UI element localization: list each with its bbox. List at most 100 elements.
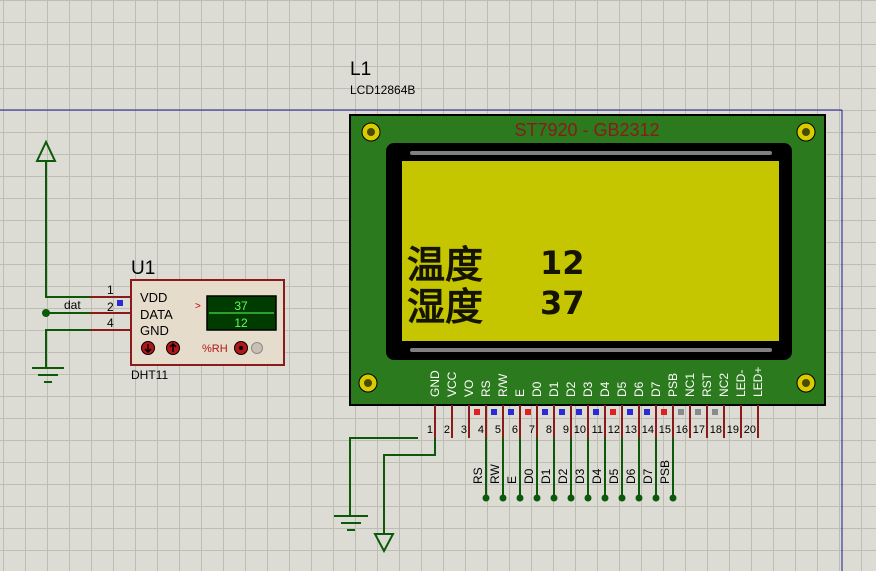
sensor-pin1-number: 1 xyxy=(107,283,114,297)
sensor-humidity-value: 12 xyxy=(234,316,248,330)
mode-toggle-button[interactable] xyxy=(251,342,263,354)
sensor-part-name: DHT11 xyxy=(131,368,168,382)
lcd-pin-number: 10 xyxy=(574,424,586,436)
decrease-button[interactable] xyxy=(141,341,155,355)
ground-icon xyxy=(334,515,368,531)
net-label: D3 xyxy=(573,468,587,484)
increase-arrow-head xyxy=(169,342,177,348)
sensor-pin2-name: DATA xyxy=(140,307,173,322)
dht11-sensor[interactable]: 1 2 4 VDD DATA GND > 37 12 %RH xyxy=(90,279,285,366)
lcd-pin-name: LED- xyxy=(734,370,748,397)
lcd-pin-number: 15 xyxy=(659,424,671,436)
sensor-pin2-number: 2 xyxy=(107,300,114,314)
lcd-pin-number: 13 xyxy=(625,424,637,436)
lcd-pin-name: GND xyxy=(428,370,442,397)
power-arrow-down-icon xyxy=(373,533,395,554)
lcd-line1-value: 12 xyxy=(540,244,585,282)
lcd-pin-number: 9 xyxy=(563,424,569,436)
lcd-pin-name: VCC xyxy=(445,371,459,397)
lcd-pin-name: D4 xyxy=(598,381,612,397)
lcd-wiring xyxy=(349,437,436,534)
pin-state-indicator xyxy=(610,409,616,415)
net-endpoint-dot xyxy=(584,494,592,502)
net-label: RS xyxy=(471,467,485,484)
pin-state-indicator xyxy=(593,409,599,415)
mount-hole-icon xyxy=(802,379,810,387)
net-label: PSB xyxy=(658,460,672,484)
lcd-line2-label: 湿度 xyxy=(407,285,483,329)
lcd-pin-number: 4 xyxy=(478,424,484,436)
sensor-wiring xyxy=(45,161,90,368)
junction-dot xyxy=(42,309,50,317)
lcd-pin-name: D7 xyxy=(649,381,663,397)
pin-state-indicator xyxy=(491,409,497,415)
temperature-toggle-button[interactable] xyxy=(234,341,248,355)
sensor-temperature-value: 37 xyxy=(234,299,248,313)
increase-button[interactable] xyxy=(166,341,180,355)
pin-state-indicator xyxy=(695,409,701,415)
lcd-pin-number: 11 xyxy=(592,424,603,436)
lcd-pin-group: GND1VCC2VO3RS4R/W5E6D07D18D29D310D411D51… xyxy=(427,367,765,438)
net-label: D1 xyxy=(539,468,553,484)
power-arrow-up-icon xyxy=(35,139,57,162)
lcd-pin-name: RS xyxy=(479,380,493,397)
net-endpoint-dot xyxy=(669,494,677,502)
lcd-part-name: LCD12864B xyxy=(350,83,415,97)
lcd-pin-number: 18 xyxy=(710,424,722,436)
net-endpoint-dot xyxy=(635,494,643,502)
lcd-pin-number: 16 xyxy=(676,424,688,436)
mount-hole-icon xyxy=(802,128,810,136)
lcd-pin-name: RST xyxy=(700,372,714,397)
net-endpoint-dot xyxy=(601,494,609,502)
pin-state-indicator xyxy=(542,409,548,415)
sensor-pin4-name: GND xyxy=(140,323,169,338)
readout-select-arrow: > xyxy=(195,301,201,312)
lcd-pin-name: D5 xyxy=(615,381,629,397)
sensor-pin4-number: 4 xyxy=(107,316,114,330)
mode-toggle-icon xyxy=(251,342,263,354)
pin-state-indicator xyxy=(661,409,667,415)
lcd-pin-number: 3 xyxy=(461,424,467,436)
pin-state-indicator xyxy=(644,409,650,415)
lcd-pin-name: LED+ xyxy=(751,367,765,397)
ground-icon xyxy=(32,367,64,383)
pin-state-indicator xyxy=(508,409,514,415)
lcd-pin-number: 19 xyxy=(727,424,739,436)
lcd-line1-label: 温度 xyxy=(407,243,483,287)
mount-hole-icon xyxy=(367,128,375,136)
data-pin-state-indicator xyxy=(117,300,123,306)
net-endpoint-dot xyxy=(567,494,575,502)
net-endpoint-dot xyxy=(533,494,541,502)
lcd-pin-name: D6 xyxy=(632,381,646,397)
sheet-border xyxy=(0,109,843,571)
lcd-pin-name: NC2 xyxy=(717,373,731,397)
net-endpoint-dot xyxy=(550,494,558,502)
lcd-pin-number: 17 xyxy=(693,424,705,436)
lcd-pin-name: R/W xyxy=(496,373,510,397)
lcd-module[interactable]: ST7920 - GB2312 温度 12 湿度 37 GND1VCC2VO3R… xyxy=(349,114,826,438)
pin-state-indicator xyxy=(576,409,582,415)
lcd-pin-number: 20 xyxy=(744,424,756,436)
net-endpoint-dot xyxy=(482,494,490,502)
lcd-pin-number: 5 xyxy=(495,424,501,436)
lcd-pin-number: 14 xyxy=(642,424,654,436)
lcd-pin-name: D0 xyxy=(530,381,544,397)
lcd-controller-label: ST7920 - GB2312 xyxy=(514,120,659,140)
net-endpoint-dot xyxy=(652,494,660,502)
pin-state-indicator xyxy=(678,409,684,415)
lcd-pin-number: 8 xyxy=(546,424,552,436)
net-label: D4 xyxy=(590,468,604,484)
lcd-pin-number: 12 xyxy=(608,424,620,436)
lcd-pin-name: PSB xyxy=(666,373,680,397)
net-label: D0 xyxy=(522,468,536,484)
lcd-pin-name: NC1 xyxy=(683,373,697,397)
lcd-pin-number: 2 xyxy=(444,424,450,436)
pin-state-indicator xyxy=(474,409,480,415)
net-label: RW xyxy=(488,464,502,484)
decrease-arrow-head xyxy=(144,348,152,354)
pin-state-indicator xyxy=(559,409,565,415)
toggle-dot xyxy=(239,346,243,350)
sensor-reference: U1 xyxy=(131,258,155,279)
